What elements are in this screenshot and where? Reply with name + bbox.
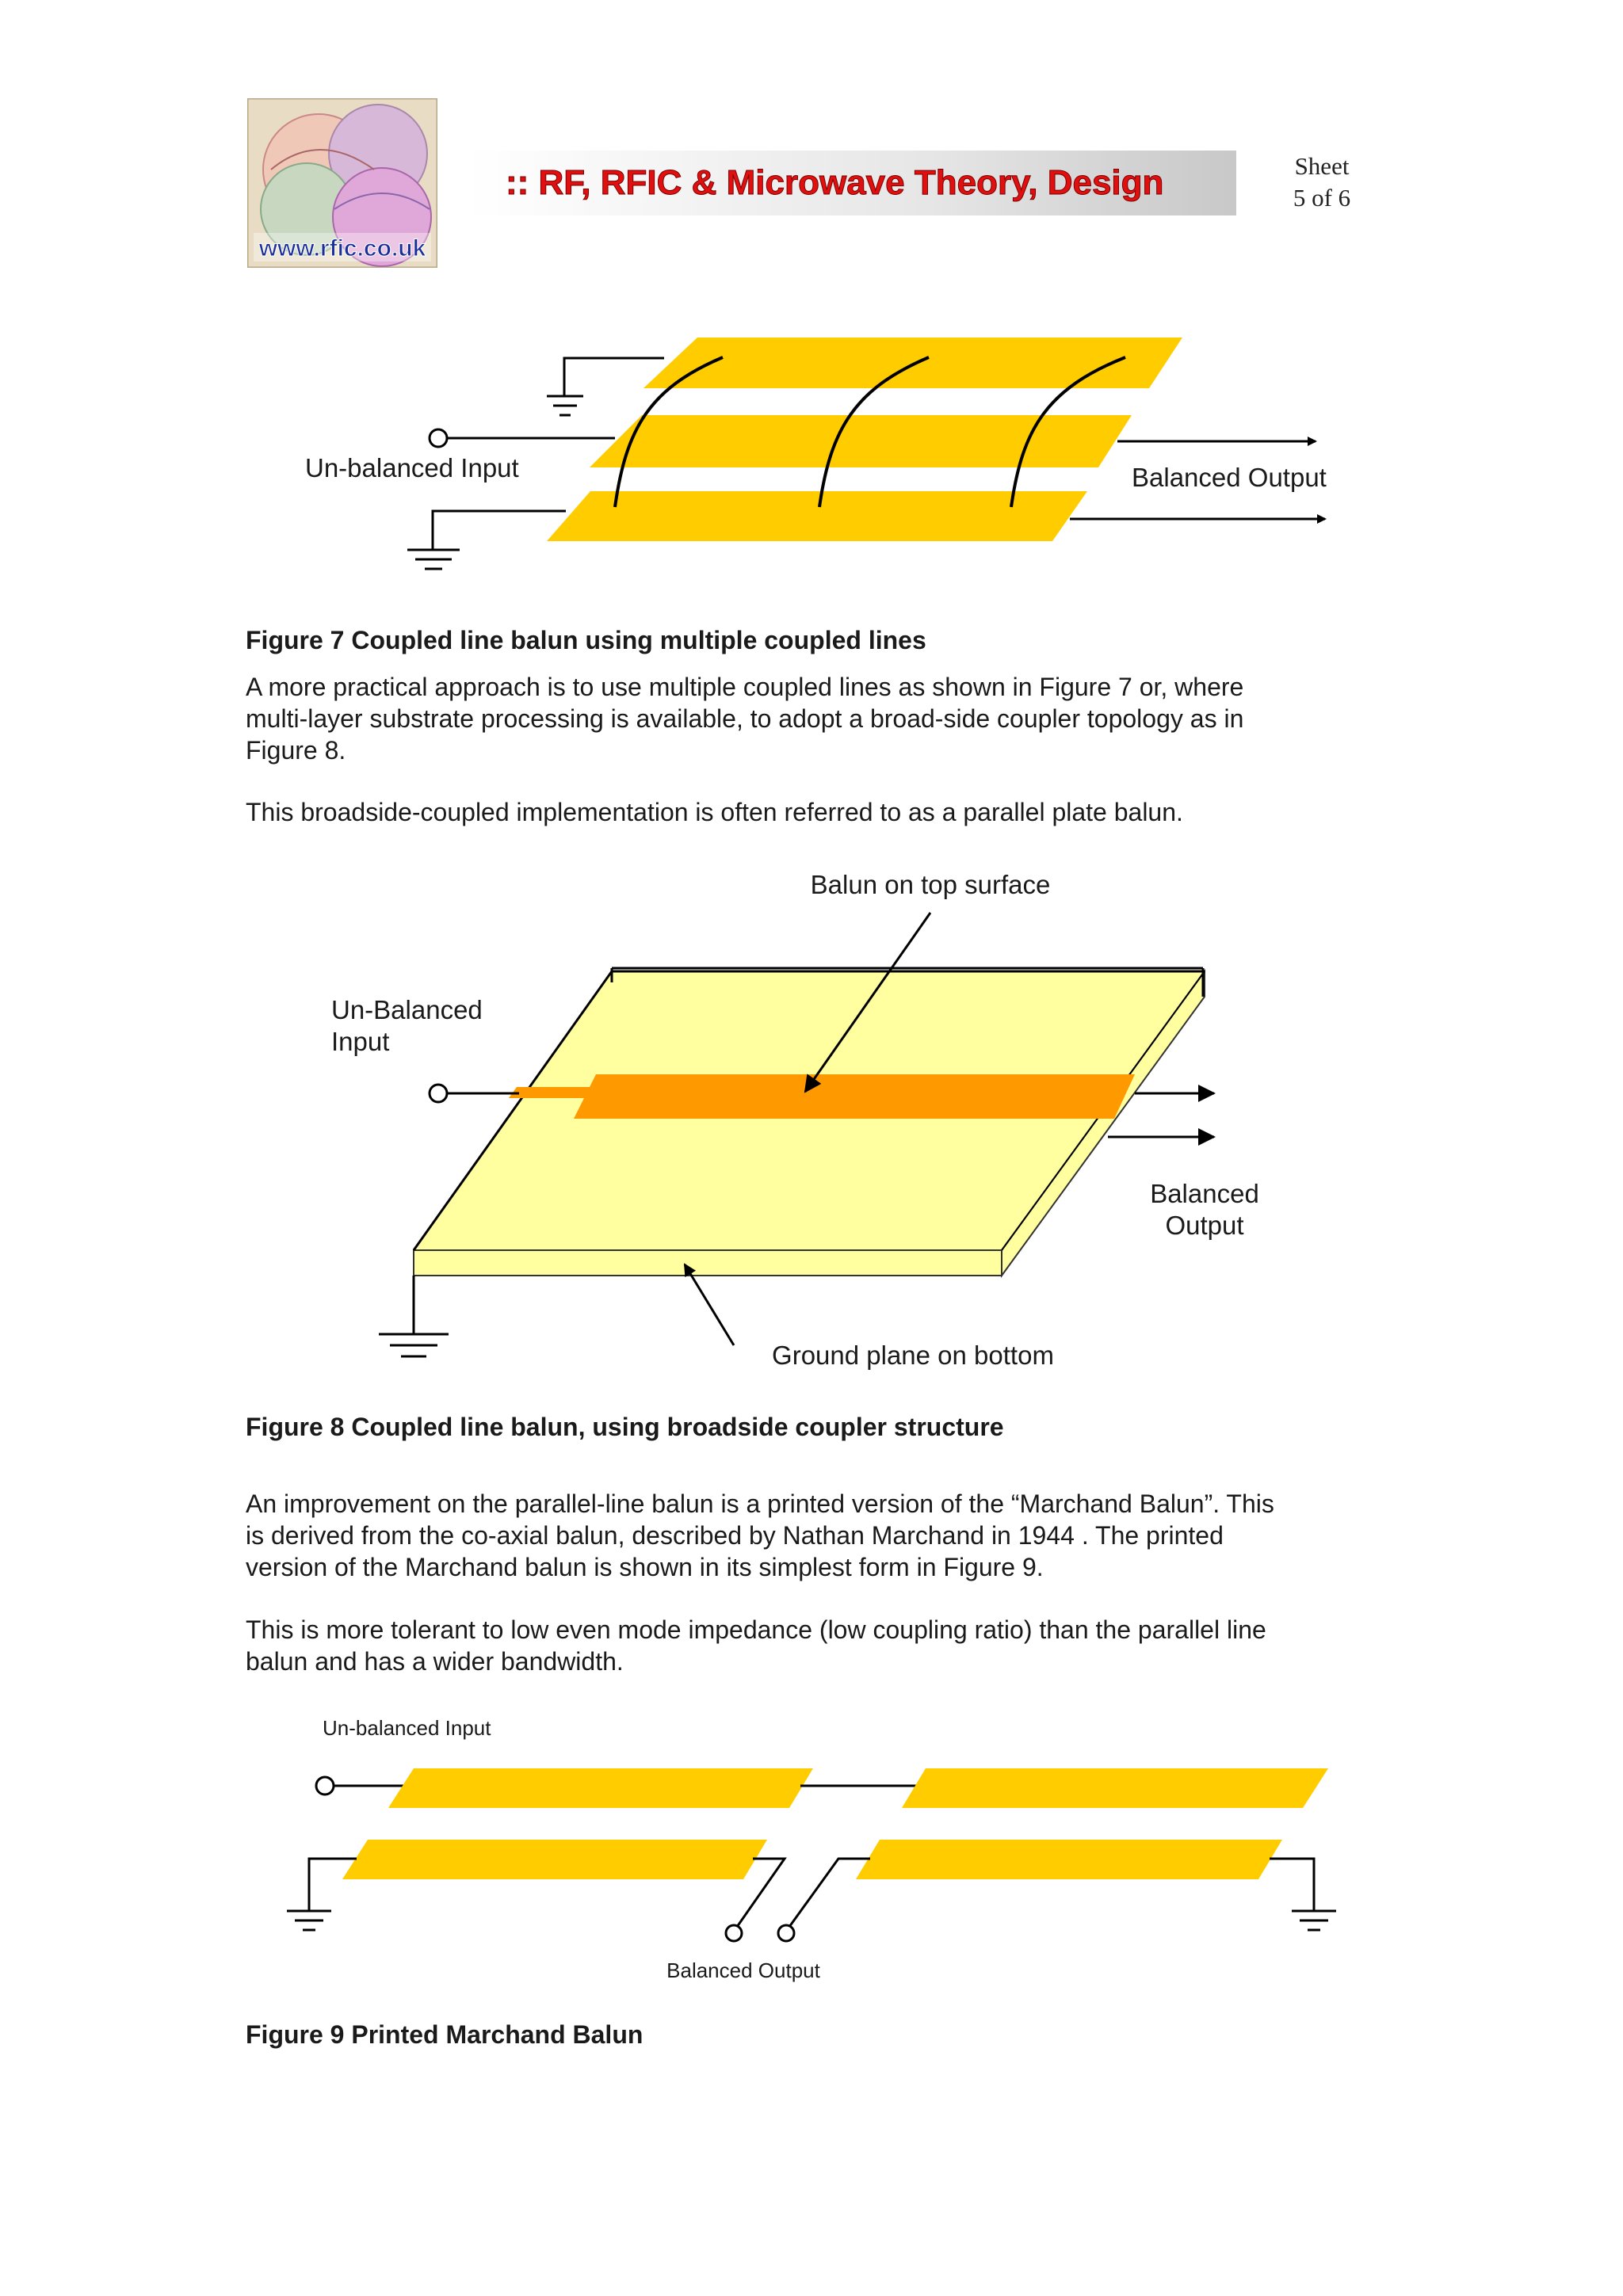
fig8-top-label: Balun on top surface	[811, 870, 1051, 899]
fig7-output-label: Balanced Output	[1132, 463, 1327, 492]
figure-8-caption: Figure 8 Coupled line balun, using broad…	[246, 1413, 1004, 1441]
sheet-number: 5 of 6	[1293, 184, 1351, 212]
coupled-strip-bottom	[547, 491, 1087, 541]
paragraph-3-line: is derived from the co-axial balun, desc…	[246, 1521, 1224, 1550]
fig8-input-label-2: Input	[331, 1027, 389, 1056]
paragraph-4: This is more tolerant to low even mode i…	[246, 1614, 1266, 1677]
fig8-input-terminal	[428, 1083, 449, 1104]
paragraph-4-line: This is more tolerant to low even mode i…	[246, 1615, 1266, 1644]
paragraph-2: This broadside-coupled implementation is…	[246, 798, 1183, 826]
input-feed-strip	[509, 1087, 607, 1098]
top-coupled-strip	[574, 1074, 1135, 1119]
link-curve-3	[1010, 356, 1126, 508]
fig9-output-terminal-2	[777, 1924, 796, 1943]
marchand-strip-top-right	[902, 1768, 1328, 1808]
link-curve-2	[818, 356, 930, 508]
fig8-input-label-1: Un-Balanced	[331, 995, 483, 1024]
figure-8-diagram: Balun on top surface Un-Balanced Input B…	[0, 856, 1623, 1383]
banner-title: :: RF, RFIC & Microwave Theory, Design	[506, 163, 1163, 202]
figure-9-diagram: Un-balanced Input Balanced Output	[0, 1703, 1623, 1993]
figure-7-diagram: Un-balanced Input Balanced Output	[0, 317, 1623, 590]
paragraph-1: A more practical approach is to use mult…	[246, 671, 1243, 766]
ground-plane-pointer	[683, 1263, 735, 1346]
coupled-strip-middle	[590, 415, 1132, 467]
marchand-strip-bottom-right	[856, 1840, 1282, 1879]
fig7-input-label: Un-balanced Input	[305, 453, 519, 482]
fig9-input-label: Un-balanced Input	[323, 1716, 491, 1740]
figure-9-caption: Figure 9 Printed Marchand Balun	[246, 2020, 643, 2049]
marchand-strip-bottom-left	[342, 1840, 767, 1879]
input-terminal	[428, 428, 449, 448]
paragraph-3-line: version of the Marchand balun is shown i…	[246, 1553, 1044, 1581]
site-logo: www.rfic.co.uk	[246, 97, 439, 269]
figure-7-caption: Figure 7 Coupled line balun using multip…	[246, 626, 926, 654]
fig8-ground-label: Ground plane on bottom	[772, 1341, 1054, 1370]
marchand-strip-top-left	[388, 1768, 813, 1808]
paragraph-4-line: balun and has a wider bandwidth.	[246, 1647, 624, 1676]
paragraph-1-line: multi-layer substrate processing is avai…	[246, 704, 1244, 733]
paragraph-1-line: Figure 8.	[246, 736, 346, 765]
logo-text: www.rfic.co.uk	[258, 235, 426, 261]
sheet-label: Sheet	[1294, 152, 1350, 180]
top-surface-pointer	[804, 912, 932, 1093]
fig8-output-label-2: Output	[1165, 1211, 1243, 1240]
paragraph-3-line: An improvement on the parallel-line balu…	[246, 1489, 1274, 1518]
fig9-output-terminal-1	[724, 1924, 743, 1943]
paragraph-1-line: A more practical approach is to use mult…	[246, 673, 1244, 701]
fig8-output-label-1: Balanced	[1150, 1179, 1259, 1208]
fig9-input-terminal	[315, 1775, 335, 1796]
substrate-side	[413, 1249, 1002, 1276]
paragraph-3: An improvement on the parallel-line balu…	[246, 1488, 1274, 1583]
fig9-output-label: Balanced Output	[666, 1958, 820, 1982]
link-curve-1	[613, 356, 724, 508]
header-banner: :: RF, RFIC & Microwave Theory, Design	[468, 151, 1236, 215]
